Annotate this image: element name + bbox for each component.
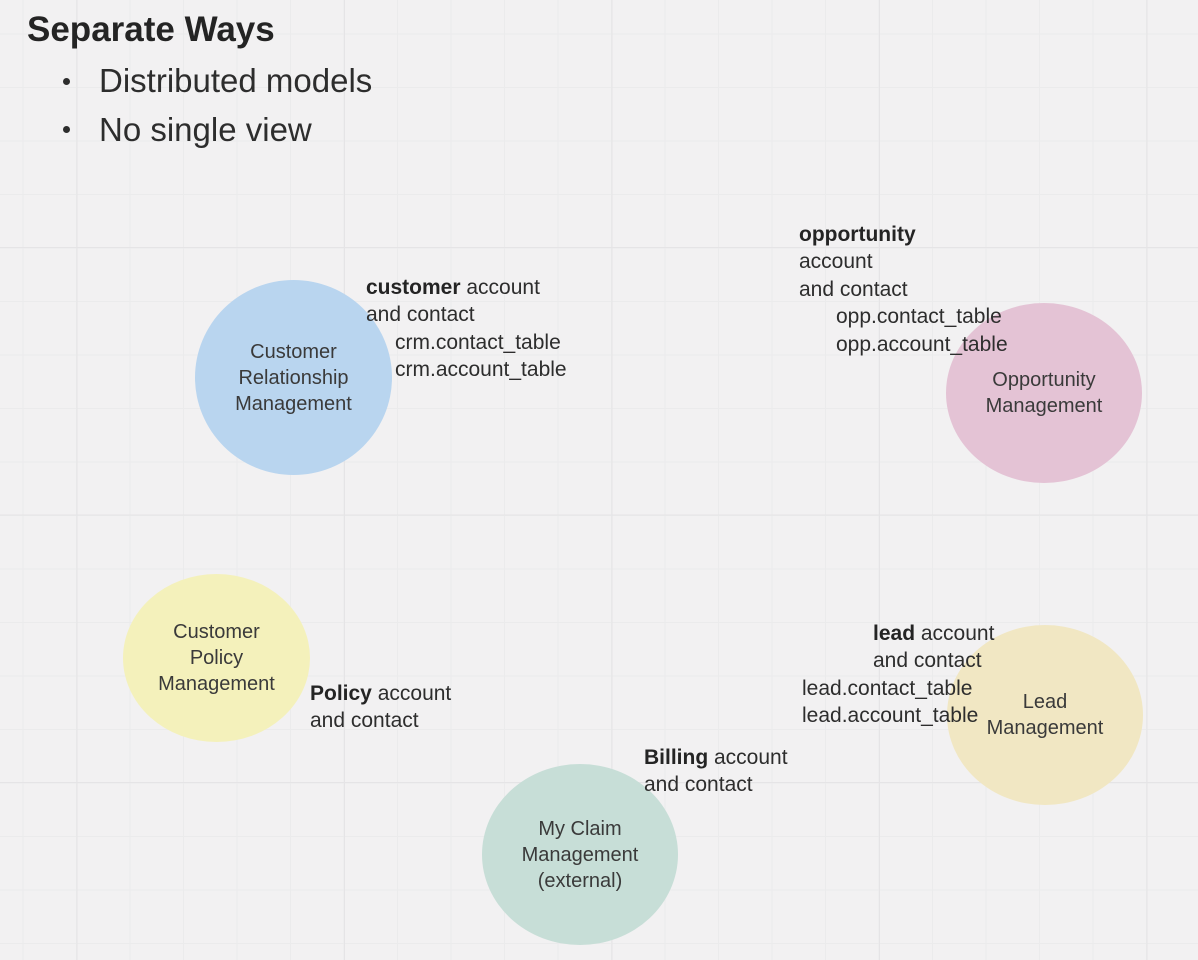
note-line: and contact: [873, 649, 982, 673]
context-label: My Claim Management (external): [521, 817, 639, 892]
note-customer[interactable]: customer account and contact crm.contact…: [366, 274, 567, 384]
note-policy[interactable]: Policy account and contact: [310, 680, 451, 735]
note-opportunity[interactable]: opportunity account and contact opp.cont…: [799, 221, 1008, 358]
context-circle-claim[interactable]: My Claim Management (external): [482, 764, 678, 945]
note-keyword: Policy: [310, 682, 372, 705]
note-keyword: Billing: [644, 746, 709, 769]
note-table: crm.account_table: [395, 358, 567, 382]
note-text: account: [371, 682, 452, 705]
context-label: Opportunity Management: [985, 369, 1103, 417]
note-table: opp.account_table: [836, 332, 1008, 356]
context-label: Customer Relationship Management: [235, 340, 352, 415]
note-keyword: opportunity: [799, 223, 916, 246]
bullet-dot-icon: [63, 77, 70, 85]
note-line: Policy account: [310, 680, 451, 707]
note-line: customer account: [366, 274, 567, 301]
note-line: account: [799, 250, 873, 274]
note-line: and contact: [310, 709, 419, 733]
bullet-item: Distributed models: [63, 57, 372, 106]
note-text: account: [915, 622, 995, 645]
note-table: lead.contact_table: [802, 676, 973, 700]
board-title: Separate Ways: [27, 10, 275, 49]
bullet-label: No single view: [99, 110, 312, 148]
bullet-item: No single view: [63, 106, 372, 155]
context-circle-lead[interactable]: Lead Management: [947, 625, 1143, 805]
note-text: account: [460, 276, 540, 299]
bullet-label: Distributed models: [99, 62, 373, 100]
bullet-dot-icon: [63, 126, 70, 134]
note-keyword: customer: [366, 276, 461, 299]
context-label: Lead Management: [986, 691, 1104, 739]
note-line: lead account: [873, 620, 994, 647]
note-keyword: lead: [873, 622, 916, 645]
note-text: account: [708, 746, 788, 769]
note-table: lead.account_table: [802, 704, 979, 728]
context-circle-policy[interactable]: Customer Policy Management: [123, 574, 310, 742]
note-billing[interactable]: Billing account and contact: [644, 744, 788, 799]
note-table: crm.contact_table: [395, 330, 561, 354]
note-line: and contact: [799, 277, 908, 301]
note-lead[interactable]: lead account and contact lead.contact_ta…: [802, 620, 994, 730]
context-circle-opportunity[interactable]: Opportunity Management: [946, 303, 1142, 483]
note-line: Billing account: [644, 744, 788, 771]
context-circle-crm[interactable]: Customer Relationship Management: [195, 280, 392, 475]
note-line: and contact: [366, 303, 475, 327]
note-table: opp.contact_table: [836, 305, 1002, 329]
bullet-list: Distributed models No single view: [63, 57, 372, 154]
note-line: and contact: [644, 773, 753, 797]
context-label: Customer Policy Management: [158, 621, 275, 695]
